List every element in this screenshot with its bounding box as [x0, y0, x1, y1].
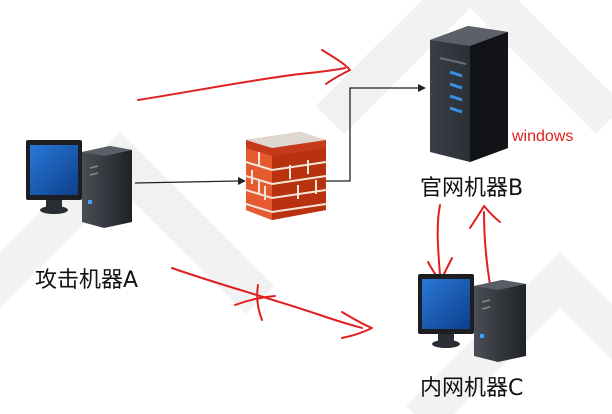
red-arrowhead-up — [469, 205, 501, 229]
monitor — [26, 140, 82, 214]
red-arrow-website-to-intranet — [436, 204, 441, 276]
intranet-label: 内网机器C — [420, 376, 524, 401]
red-arrow-intranet-to-website — [483, 211, 491, 286]
screen — [422, 279, 470, 329]
red-block-mark — [234, 284, 276, 321]
attacker-computer[interactable] — [26, 140, 132, 228]
connector-firewall-website — [326, 87, 418, 182]
screen — [30, 145, 78, 195]
red-arrowhead-website — [321, 49, 351, 85]
connectors — [134, 84, 426, 185]
website-label: 官网机器B — [420, 176, 524, 201]
arrowhead-firewall — [238, 177, 246, 185]
website-os-note: windows — [512, 128, 574, 145]
brick-lines — [245, 152, 327, 214]
red-arrow-to-website — [137, 67, 346, 101]
intranet-computer[interactable] — [418, 274, 526, 362]
red-arrowhead-intranet — [341, 311, 373, 339]
tower — [474, 280, 526, 362]
attacker-label: 攻击机器A — [35, 268, 139, 293]
firewall-icon[interactable] — [245, 132, 327, 220]
arrowhead-website — [418, 84, 426, 92]
monitor — [418, 274, 474, 348]
red-arrow-to-intranet — [171, 267, 363, 329]
connector-attacker-firewall — [134, 180, 239, 184]
tower — [82, 146, 132, 228]
drive-lights — [449, 70, 463, 114]
website-server[interactable] — [430, 26, 508, 162]
